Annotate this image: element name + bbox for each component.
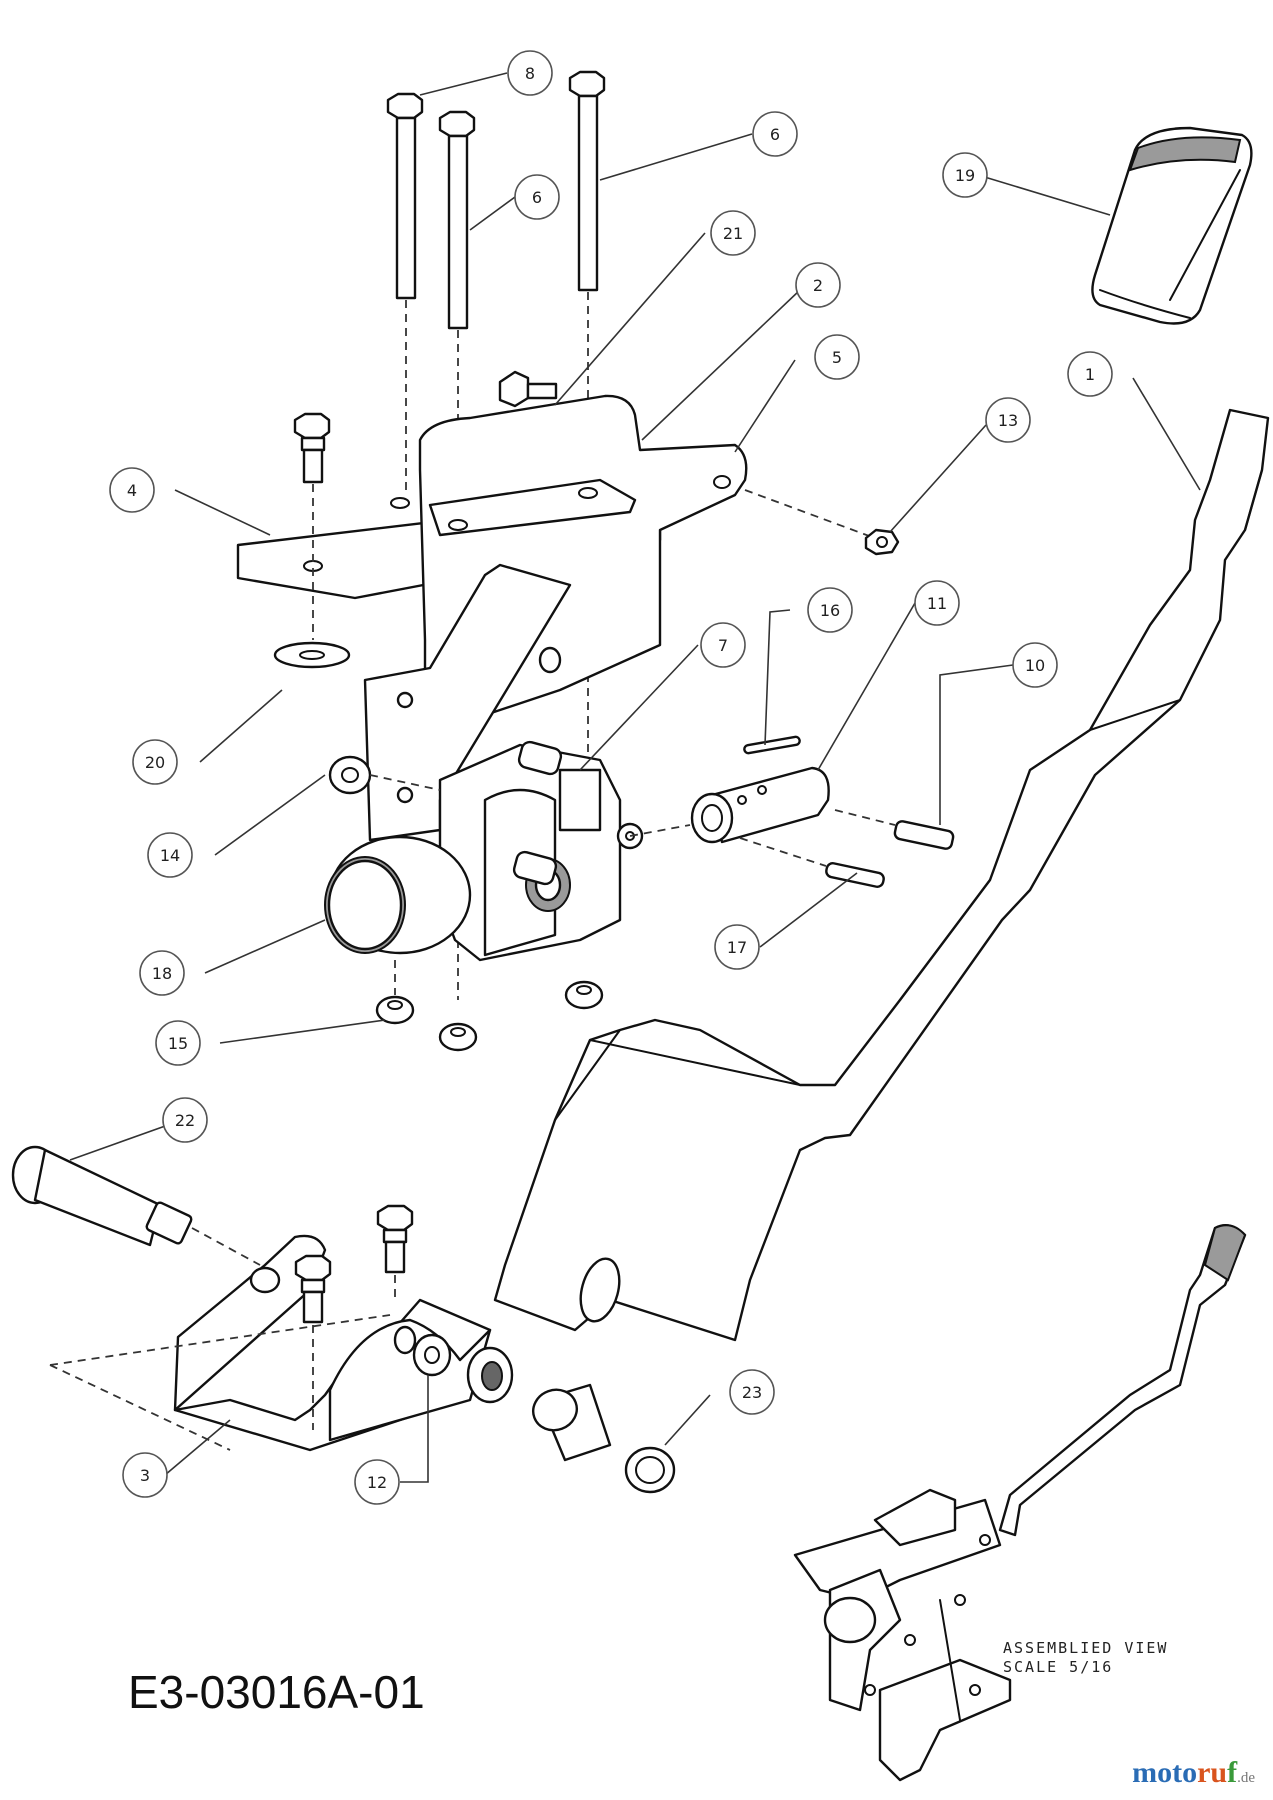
svg-text:2: 2: [813, 276, 823, 295]
callout-3: 3: [122, 1452, 168, 1498]
callout-2: 2: [795, 262, 841, 308]
flange-bolt-lower-a: [294, 1254, 332, 1430]
svg-text:22: 22: [175, 1111, 195, 1130]
svg-text:10: 10: [1025, 656, 1045, 675]
callout-4: 4: [109, 467, 155, 513]
callout-19: 19: [942, 152, 988, 198]
callout-12: 12: [354, 1459, 400, 1505]
coupler-11: [629, 766, 830, 844]
svg-text:13: 13: [998, 411, 1018, 430]
bushing-23-left: [466, 1346, 514, 1404]
svg-text:8: 8: [525, 64, 535, 83]
watermark-logo: motoruf.de: [1132, 1756, 1255, 1789]
svg-text:7: 7: [718, 636, 728, 655]
callout-15: 15: [155, 1020, 201, 1066]
svg-text:12: 12: [367, 1473, 387, 1492]
svg-text:23: 23: [742, 1383, 762, 1402]
pin-17: [739, 837, 885, 888]
callout-1: 1: [1067, 351, 1113, 397]
cotter-pin-16: [743, 735, 801, 755]
nut-13: [744, 489, 900, 556]
svg-text:17: 17: [727, 938, 747, 957]
flange-bolt-lower-b: [376, 1204, 414, 1300]
cap-screw-21: [498, 370, 558, 408]
bushing-23-right: [624, 1446, 676, 1494]
svg-text:3: 3: [140, 1466, 150, 1485]
svg-text:1: 1: [1085, 365, 1095, 384]
assembled-view-line1: ASSEMBLIED VIEW: [1003, 1639, 1168, 1657]
diagram-code: E3-03016A-01: [128, 1666, 425, 1718]
svg-text:19: 19: [955, 166, 975, 185]
callout-22: 22: [162, 1097, 208, 1143]
svg-text:6: 6: [770, 125, 780, 144]
svg-text:4: 4: [127, 481, 137, 500]
svg-text:16: 16: [820, 601, 840, 620]
callout-14: 14: [147, 832, 193, 878]
svg-text:21: 21: [723, 224, 743, 243]
svg-text:6: 6: [532, 188, 542, 207]
callout-8: 8: [507, 50, 553, 96]
callout-6-right: 6: [752, 111, 798, 157]
nut-15a: [375, 995, 415, 1025]
bushing-sleeve: [532, 1383, 612, 1462]
clevis-bolt-22: [11, 1145, 261, 1266]
svg-text:5: 5: [832, 348, 842, 367]
callout-6-middle: 6: [514, 174, 560, 220]
callout-20: 20: [132, 739, 178, 785]
svg-text:11: 11: [927, 594, 947, 613]
svg-text:14: 14: [160, 846, 180, 865]
leader-lines: [69, 72, 1201, 1483]
flange-bolt-upper: [293, 412, 331, 640]
callout-10: 10: [1012, 642, 1058, 688]
callout-23: 23: [729, 1369, 775, 1415]
pump-cap: [324, 835, 472, 955]
long-bolt-left: [386, 92, 424, 495]
callout-11: 11: [914, 580, 960, 626]
callout-18: 18: [139, 950, 185, 996]
svg-text:20: 20: [145, 753, 165, 772]
callout-21: 21: [710, 210, 756, 256]
pedal-lever: [493, 408, 1270, 1342]
assembled-view-line2: SCALE 5/16: [1003, 1658, 1113, 1676]
pump-body: [438, 740, 644, 962]
pedal-pad-19: [1091, 126, 1253, 325]
svg-text:18: 18: [152, 964, 172, 983]
callout-5: 5: [814, 334, 860, 380]
nut-15b: [438, 1022, 478, 1052]
assembled-view: [793, 1224, 1247, 1782]
callout-17: 17: [714, 924, 760, 970]
washer-20: [273, 641, 351, 669]
nut-14: [328, 755, 441, 795]
callout-16: 16: [807, 587, 853, 633]
nut-12: [412, 1333, 452, 1377]
pin-10: [834, 809, 955, 850]
callout-7: 7: [700, 622, 746, 668]
nut-15c: [564, 980, 604, 1010]
svg-text:15: 15: [168, 1034, 188, 1053]
callout-13: 13: [985, 397, 1031, 443]
